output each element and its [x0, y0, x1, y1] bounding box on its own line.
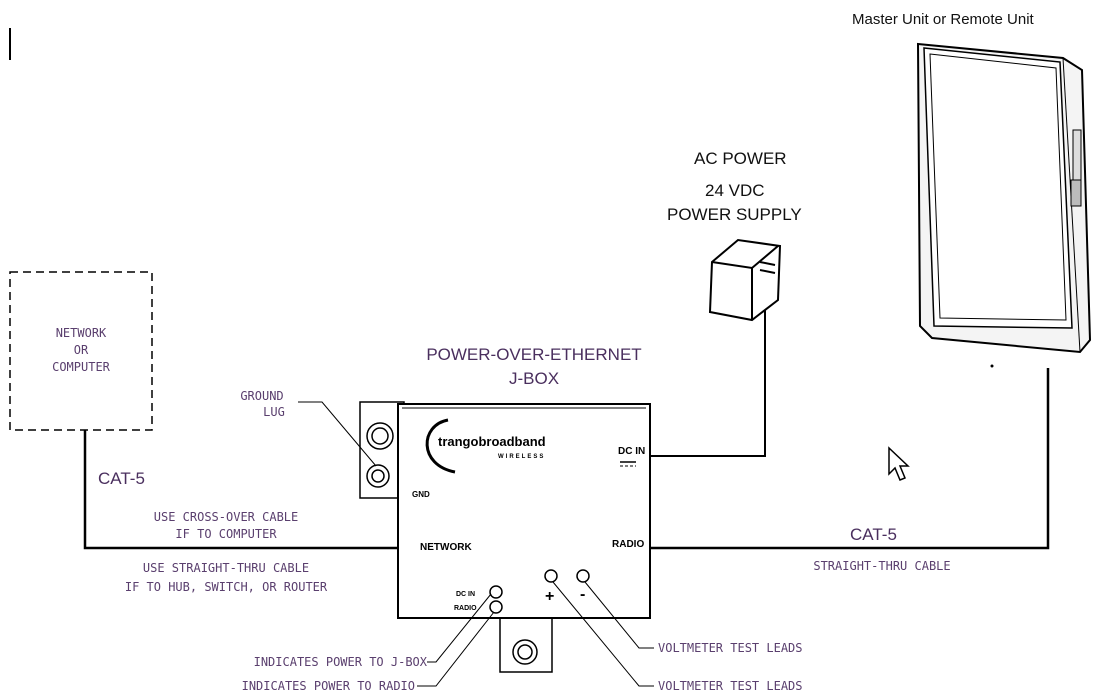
ground-label: GROUND [240, 389, 283, 403]
led-radio-label: RADIO [454, 605, 477, 612]
indicates-radio-label: INDICATES POWER TO RADIO [242, 679, 415, 693]
plus-sign: + [545, 588, 554, 605]
minus-sign: - [580, 586, 585, 603]
mouse-pointer-icon [888, 446, 910, 481]
indicates-jbox-label: INDICATES POWER TO J-BOX [254, 655, 428, 669]
led-dc-in [489, 585, 503, 599]
vdc-label: 24 VDC [705, 181, 765, 200]
test-lead-minus [576, 569, 590, 583]
power-supply-label: POWER SUPPLY [667, 205, 802, 224]
test-lead-plus [544, 569, 558, 583]
cat5-left-label: CAT-5 [98, 469, 145, 488]
port-dc-in: DC IN [618, 446, 645, 457]
brand-logo: trangobroadband [438, 434, 546, 449]
poe-jbox-title: POWER-OVER-ETHERNET [426, 345, 641, 364]
brand-sub: WIRELESS [498, 454, 545, 460]
led-radio [489, 600, 503, 614]
cross-over-label: USE CROSS-OVER CABLE [154, 510, 299, 524]
network-or-label: OR [74, 343, 89, 357]
straight-thru-right-label: STRAIGHT-THRU CABLE [813, 559, 950, 573]
cat5-right-cable [650, 368, 1050, 550]
voltmeter-leads-label-2: VOLTMETER TEST LEADS [658, 679, 803, 693]
cat5-left-cable [83, 430, 398, 550]
radio-unit [916, 42, 1092, 354]
dc-power-cable [650, 310, 766, 457]
poe-jbox [359, 401, 651, 673]
port-gnd: GND [412, 490, 430, 499]
power-supply-adapter [708, 238, 782, 322]
port-network: NETWORK [420, 542, 472, 553]
lug-label: LUG [263, 405, 285, 419]
hub-switch-router-label: IF TO HUB, SWITCH, OR ROUTER [125, 580, 328, 594]
master-remote-unit-label: Master Unit or Remote Unit [852, 11, 1035, 28]
jbox-title: J-BOX [509, 369, 559, 388]
computer-label: COMPUTER [52, 360, 111, 374]
network-computer-box [9, 271, 153, 431]
cat5-right-label: CAT-5 [850, 525, 897, 544]
if-computer-label: IF TO COMPUTER [175, 527, 277, 541]
voltmeter-leads-label-1: VOLTMETER TEST LEADS [658, 641, 803, 655]
port-radio: RADIO [612, 539, 644, 550]
straight-thru-left-label: USE STRAIGHT-THRU CABLE [143, 561, 309, 575]
network-label: NETWORK [56, 326, 107, 340]
ac-power-label: AC POWER [694, 149, 787, 168]
led-dc-in-label: DC IN [456, 591, 475, 598]
